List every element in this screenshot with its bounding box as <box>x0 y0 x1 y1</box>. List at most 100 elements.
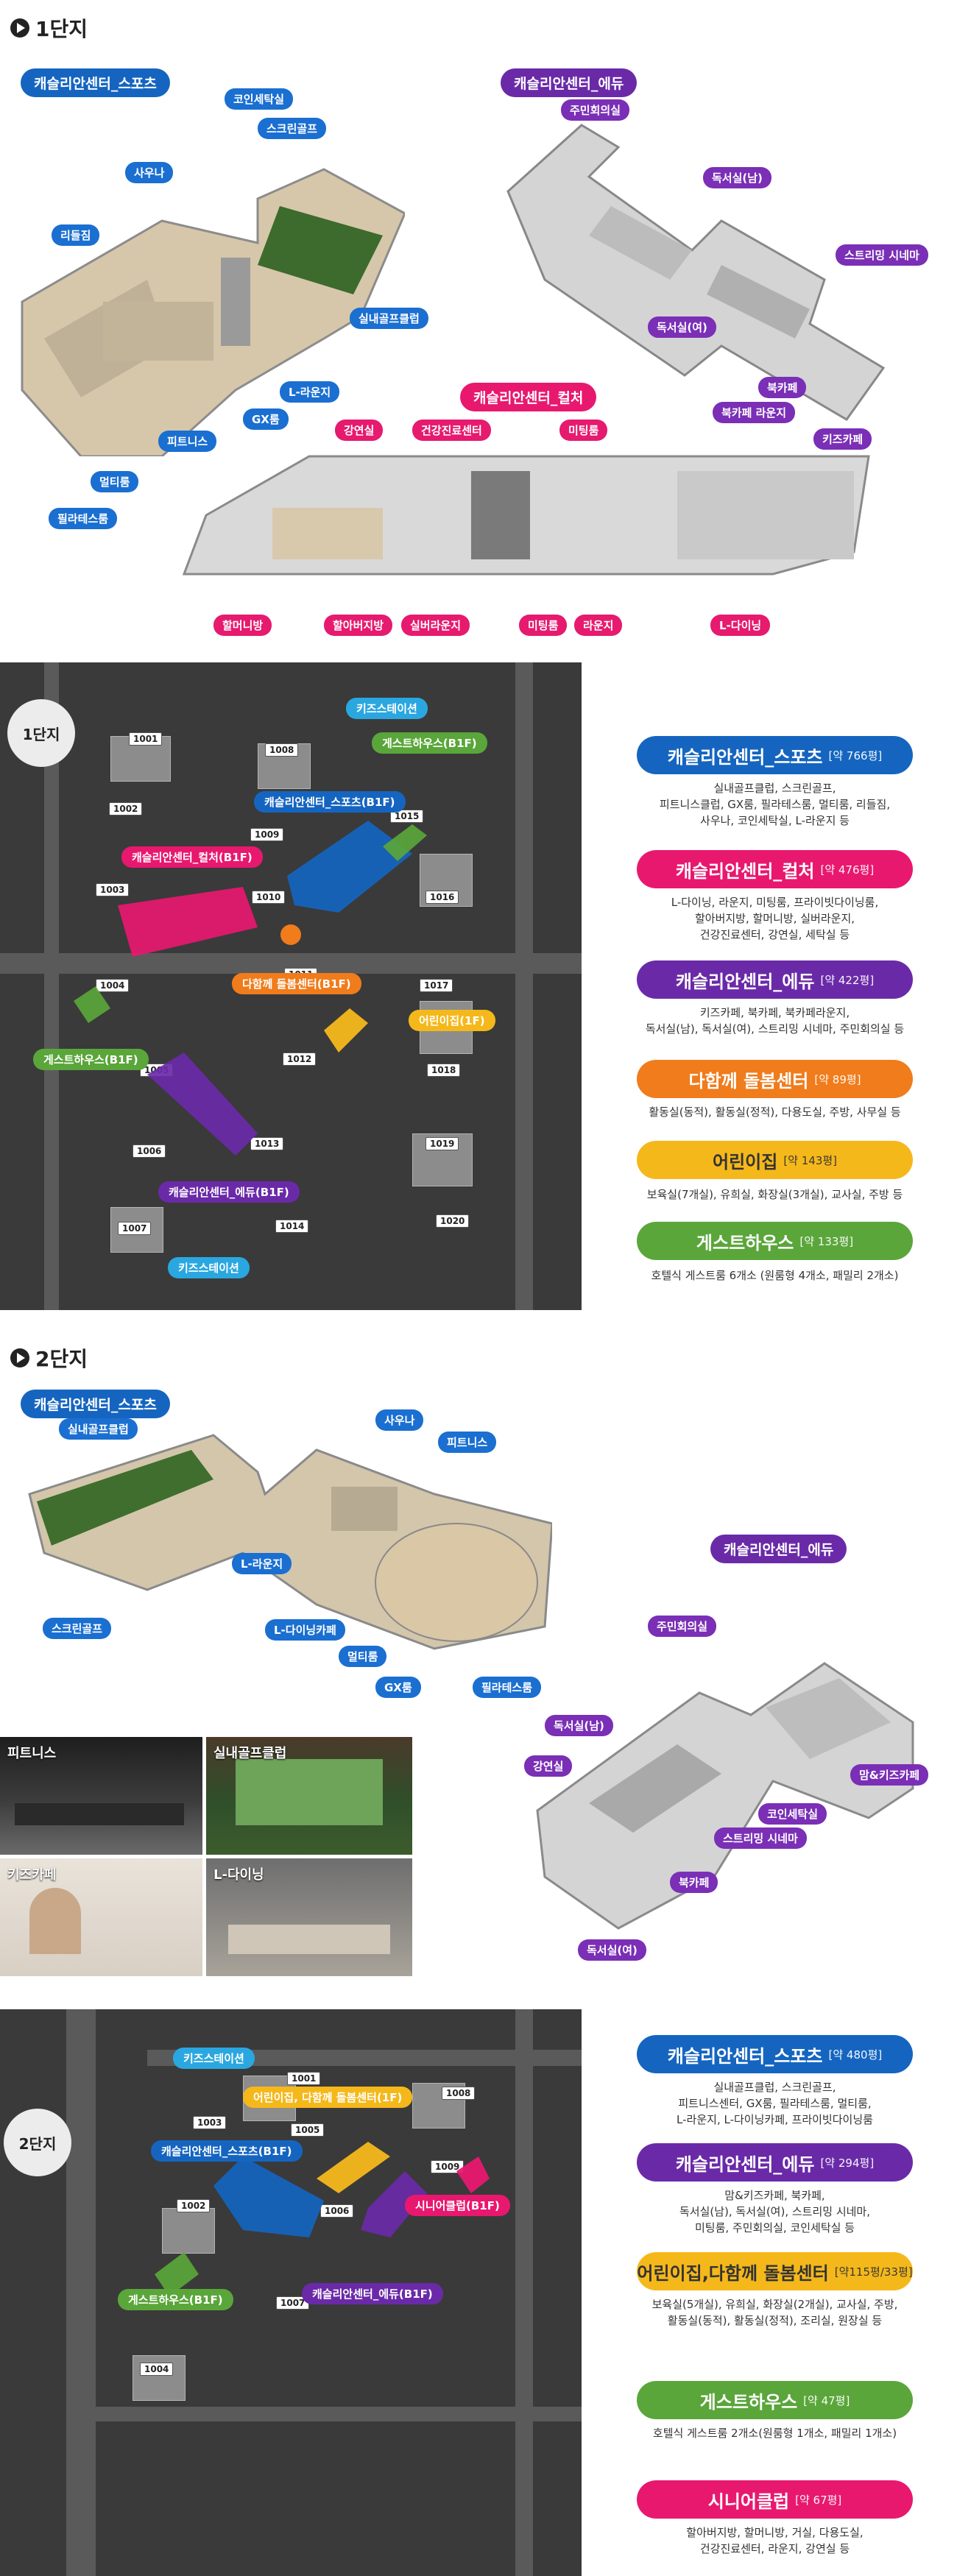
s1-tag-kids-cafe: 키즈카페 <box>813 428 872 450</box>
s2-tag-pilates: 필라테스룸 <box>473 1677 542 1698</box>
floorplan-graphic <box>182 455 870 576</box>
s1-info-edu-head: 캐슬리안센터_에듀[약 422평] <box>637 960 913 999</box>
s1-tag-fitness: 피트니스 <box>158 431 217 452</box>
s1-culture-label: 캐슬리안센터_컬처 <box>460 383 597 411</box>
s1-map-guesthouse-top: 게스트하우스(B1F) <box>372 732 487 754</box>
s1-map-care-center: 다함께 돌봄센터(B1F) <box>232 973 361 994</box>
photo-fitness: 피트니스 <box>0 1737 202 1855</box>
s2-tag-streaming-cinema: 스트리밍 시네마 <box>714 1827 807 1849</box>
s2-tag-l-lounge: L-라운지 <box>232 1553 292 1574</box>
s1-map-culture-center: 캐슬리안센터_컬처(B1F) <box>121 846 263 868</box>
s2-info-guesthouse-head: 게스트하우스[약 47평] <box>637 2381 913 2419</box>
s1-site-map: 1단지 1001 1002 1003 1004 1005 1006 1007 1… <box>0 662 582 1310</box>
building-number: 1020 <box>436 1214 470 1228</box>
s2-map-edu-center: 캐슬리안센터_에듀(B1F) <box>302 2283 443 2304</box>
photo-kids-cafe: 키즈카페 <box>0 1858 202 1976</box>
s1-tag-sauna: 사우나 <box>125 162 174 183</box>
s1-zone-overlays <box>74 821 427 1156</box>
s1-culture-floorplan <box>162 442 883 589</box>
section-1-title: 1단지 <box>10 13 88 43</box>
building-number: 1014 <box>275 1220 309 1233</box>
section-2-title: 2단지 <box>10 1343 88 1373</box>
building-number: 1006 <box>133 1144 166 1158</box>
s1-info-care-head: 다함께 돌봄센터[약 89평] <box>637 1060 913 1098</box>
s2-info-senior-head: 시니어클럽[약 67평] <box>637 2480 913 2519</box>
road <box>66 2009 96 2576</box>
s2-tag-screen-golf: 스크린골프 <box>43 1618 112 1639</box>
building-number: 1015 <box>390 810 424 823</box>
s2-sports-floorplan <box>22 1420 554 1656</box>
s2-tag-study-male: 독서실(남) <box>545 1715 613 1736</box>
building-number: 1007 <box>276 2296 310 2310</box>
s2-info-daycare-head: 어린이집,다함께 돌봄센터[약115평/33평] <box>637 2252 913 2290</box>
s1-tag-pilates: 필라테스룸 <box>49 508 118 529</box>
s1-edu-label: 캐슬리안센터_에듀 <box>501 68 638 97</box>
s1-tag-residents-meeting: 주민회의실 <box>561 99 630 121</box>
building <box>162 2208 215 2254</box>
s2-tag-residents-meeting: 주민회의실 <box>648 1616 717 1637</box>
road <box>44 662 59 1310</box>
s1-tag-indoor-golf: 실내골프클럽 <box>350 308 428 329</box>
s2-map-daycare-care: 어린이집, 다함께 돌봄센터(1F) <box>243 2087 413 2108</box>
building-number: 1010 <box>252 891 286 904</box>
arch-shape <box>29 1888 81 1954</box>
s1-map-kids-station-top: 키즈스테이션 <box>346 698 428 719</box>
s2-tag-study-female: 독서실(여) <box>578 1939 646 1961</box>
s1-info-guesthouse-head: 게스트하우스[약 133평] <box>637 1222 913 1260</box>
building-number: 1005 <box>291 2123 325 2137</box>
s2-info-edu-head: 캐슬리안센터_에듀[약 294평] <box>637 2143 913 2182</box>
building-number: 1007 <box>118 1222 152 1235</box>
s1-map-kids-station-bottom: 키즈스테이션 <box>168 1257 250 1278</box>
s2-tag-sauna: 사우나 <box>375 1409 424 1431</box>
s1-tag-l-lounge: L-라운지 <box>280 381 340 403</box>
s1-tag-study-male: 독서실(남) <box>703 167 771 188</box>
s1-tag-l-dining: L-다이닝 <box>710 615 771 636</box>
s1-map-daycare: 어린이집(1F) <box>409 1010 495 1031</box>
s1-info-daycare-desc: 보육실(7개실), 유희실, 화장실(3개실), 교사실, 주방 등 <box>646 1188 903 1201</box>
s2-tag-gx-room: GX룸 <box>375 1677 421 1698</box>
building-number: 1004 <box>96 979 130 992</box>
building-number: 1019 <box>425 1137 459 1150</box>
s1-sports-label: 캐슬리안센터_스포츠 <box>21 68 170 97</box>
s1-tag-study-female: 독서실(여) <box>648 316 716 338</box>
s2-sports-label: 캐슬리안센터_스포츠 <box>21 1390 170 1418</box>
road <box>96 2407 582 2421</box>
building-number: 1012 <box>283 1052 317 1066</box>
s1-tag-gx-room: GX룸 <box>243 408 289 430</box>
s2-site-map: 2단지 1001 1002 1003 1004 1005 1006 1007 1… <box>0 2009 582 2576</box>
building-number: 1017 <box>420 979 453 992</box>
building-number: 1008 <box>442 2087 476 2100</box>
s2-info-daycare-desc: 보육실(5개실), 유희실, 화장실(2개실), 교사실, 주방, 활동실(동적… <box>651 2298 898 2327</box>
s1-tag-lounge: 라운지 <box>574 615 623 636</box>
s1-complex-badge: 1단지 <box>7 699 75 767</box>
s2-info-edu-desc: 맘&키즈카페, 북카페, 독서실(남), 독서실(여), 스트리밍 시네마, 미… <box>679 2189 871 2234</box>
s1-info-daycare-head: 어린이집[약 143평] <box>637 1141 913 1179</box>
building-number: 1004 <box>140 2363 174 2376</box>
building-number: 1009 <box>431 2160 465 2173</box>
s2-tag-coin-laundry: 코인세탁실 <box>758 1803 827 1825</box>
table-shape <box>228 1925 390 1954</box>
s2-map-sports-center: 캐슬리안센터_스포츠(B1F) <box>151 2140 303 2162</box>
s2-tag-fitness: 피트니스 <box>438 1432 497 1453</box>
s2-tag-lecture-room: 강연실 <box>524 1755 573 1777</box>
photo-l-dining: L-다이닝 <box>206 1858 412 1976</box>
s2-info-sports-desc: 실내골프클럽, 스크린골프, 피트니스센터, GX룸, 필라테스룸, 멀티룸, … <box>677 2081 873 2126</box>
building-number: 1013 <box>250 1137 284 1150</box>
s1-map-sports-center: 캐슬리안센터_스포츠(B1F) <box>254 791 406 813</box>
s1-info-edu-desc: 키즈카페, 북카페, 북카페라운지, 독서실(남), 독서실(여), 스트리밍 … <box>645 1006 905 1036</box>
s1-tag-grandmother-room: 할머니방 <box>213 615 272 636</box>
s1-tag-coin-laundry: 코인세탁실 <box>225 88 294 110</box>
s2-map-senior-club: 시니어클럽(B1F) <box>405 2195 510 2216</box>
building-number: 1002 <box>109 802 143 815</box>
s1-tag-book-cafe-lounge: 북카페 라운지 <box>713 402 796 423</box>
s1-tag-lidle-gym: 리들짐 <box>52 224 100 246</box>
s1-info-care-desc: 활동실(동적), 활동실(정적), 다용도실, 주방, 사무실 등 <box>649 1105 901 1119</box>
s1-sports-floorplan <box>15 147 406 458</box>
play-arrow-icon <box>10 18 29 38</box>
s1-tag-book-cafe: 북카페 <box>758 377 807 398</box>
s1-info-culture-desc: L-다이닝, 라운지, 미팅룸, 프라이빗다이닝룸, 할아버지방, 할머니방, … <box>671 896 879 941</box>
building-number: 1009 <box>250 828 284 841</box>
s1-map-edu-center: 캐슬리안센터_에듀(B1F) <box>158 1181 300 1203</box>
s1-tag-silver-lounge: 실버라운지 <box>401 615 470 636</box>
s2-map-kids-station: 키즈스테이션 <box>173 2048 255 2069</box>
